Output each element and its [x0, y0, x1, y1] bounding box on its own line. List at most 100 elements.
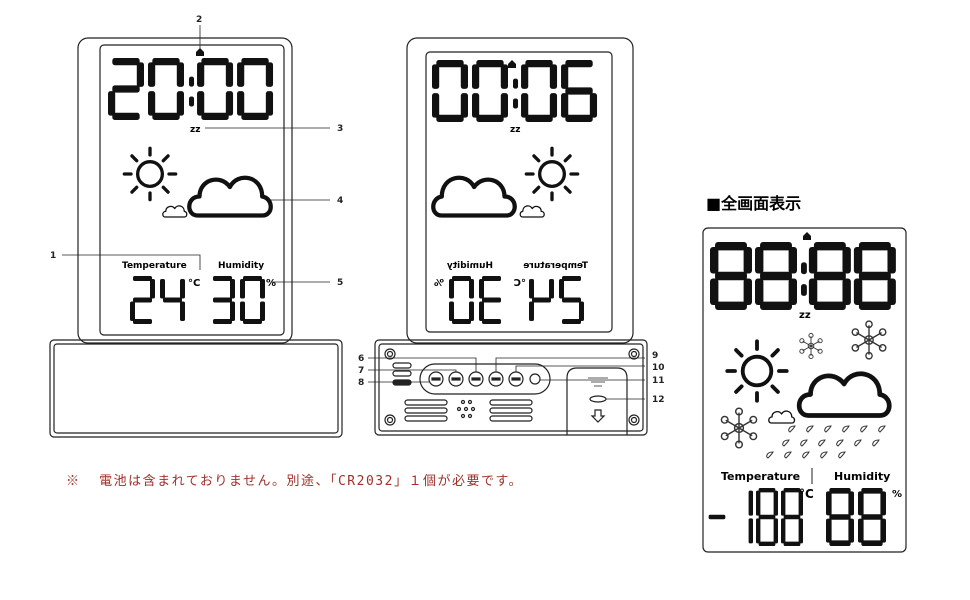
- segment-e: [561, 93, 569, 118]
- segment-d: [201, 112, 229, 120]
- rain-drop-icon: [860, 425, 868, 433]
- segment-e: [826, 518, 832, 543]
- full-temperature-display: [708, 488, 803, 546]
- small-cloud-icon: [162, 205, 188, 218]
- segment-a: [201, 58, 229, 66]
- segment-f: [521, 64, 529, 89]
- digit-0: [449, 276, 474, 324]
- segment-d: [133, 319, 152, 324]
- segment-g: [783, 514, 801, 520]
- segment-e: [781, 518, 786, 544]
- rain-drop-icon: [818, 439, 826, 447]
- segment-f: [710, 247, 719, 274]
- front-temperature-display: [130, 276, 185, 324]
- segment-d: [436, 114, 464, 122]
- segment-d: [213, 319, 232, 324]
- segment-e: [755, 278, 764, 305]
- rear-screen: [425, 51, 613, 333]
- segment-b: [798, 490, 803, 516]
- digit-0: [472, 60, 508, 122]
- digit-0: [521, 60, 558, 122]
- callout-12: 12: [652, 395, 665, 405]
- button-panel: [419, 363, 551, 395]
- segment-b: [230, 279, 235, 299]
- segment-b: [743, 247, 752, 274]
- vent-slots: [404, 399, 533, 422]
- segment-b: [260, 279, 265, 299]
- digit-8: [808, 242, 851, 310]
- front-temperature-label: Temperature: [122, 261, 187, 271]
- segment-b: [449, 279, 454, 299]
- segment-e: [808, 278, 818, 305]
- digit-0: [432, 60, 468, 122]
- digit-0: [240, 276, 265, 324]
- rain-drop-icon: [766, 451, 774, 459]
- segment-a: [436, 60, 464, 68]
- switch-slot-6[interactable]: [392, 362, 412, 369]
- battery-note: ※ 電池は含まれておりません。別途、「CR2032」１個が必要です。: [66, 474, 524, 489]
- front-humidity-unit: %: [266, 278, 276, 289]
- segment-f: [755, 247, 764, 274]
- segment-g: [715, 271, 747, 281]
- switch-slot-8[interactable]: [392, 379, 412, 386]
- segment-e: [237, 91, 245, 116]
- segment-a: [760, 242, 792, 251]
- rear-alarm-bell-icon: [508, 60, 516, 68]
- digit-2: [108, 58, 144, 120]
- segment-d: [758, 541, 776, 546]
- segment-c: [460, 93, 468, 118]
- segment-d: [112, 112, 140, 120]
- segment-a: [783, 488, 801, 493]
- segment-f: [148, 62, 156, 87]
- rear-temperature-unit: °C: [514, 278, 526, 289]
- digit-8: [755, 242, 797, 310]
- button-1[interactable]: [428, 371, 444, 387]
- rear-base: [374, 339, 648, 436]
- segment-d: [861, 540, 883, 546]
- rear-humidity-unit: %: [434, 278, 444, 289]
- segment-b: [500, 64, 508, 89]
- reset-button[interactable]: [529, 373, 541, 385]
- battery-lock-icon[interactable]: [589, 395, 607, 403]
- segment-b: [176, 62, 184, 87]
- segment-b: [887, 247, 896, 274]
- segment-a: [525, 60, 553, 68]
- callout-7: 7: [358, 366, 364, 376]
- segment-b: [479, 279, 484, 299]
- segment-b: [848, 491, 854, 516]
- segment-c: [449, 301, 454, 321]
- segment-g: [213, 297, 232, 303]
- segment-c: [265, 91, 274, 116]
- rain-drop-icon: [836, 439, 844, 447]
- rain-drop-icon: [788, 425, 796, 433]
- segment-d: [760, 301, 792, 310]
- segment-g: [813, 271, 846, 281]
- callout-5: 5: [337, 278, 343, 288]
- segment-b: [150, 279, 155, 299]
- segment-b: [842, 247, 851, 274]
- front-device: [49, 37, 343, 438]
- battery-cover[interactable]: [566, 367, 628, 435]
- segment-a: [452, 276, 471, 281]
- segment-a: [813, 242, 846, 251]
- screw-icons: [384, 348, 640, 426]
- segment-e: [432, 93, 440, 118]
- segment-f: [432, 64, 440, 89]
- segment-c: [230, 301, 235, 321]
- rain-drop-icon: [782, 439, 790, 447]
- segment-c: [773, 518, 778, 544]
- segment-g: [532, 297, 551, 303]
- colon-dot: [801, 262, 807, 275]
- segment-d: [565, 114, 593, 122]
- callout-11: 11: [652, 376, 665, 386]
- segment-a: [152, 58, 180, 66]
- segment-a: [133, 276, 152, 281]
- callout-9: 9: [652, 351, 658, 361]
- segment-b: [549, 64, 558, 89]
- switch-slot-7[interactable]: [392, 370, 412, 377]
- digit-8: [858, 488, 886, 546]
- rear-time-display: [432, 60, 598, 122]
- rain-drop-icon: [820, 451, 828, 459]
- rear-humidity-label: Humidity: [447, 261, 493, 271]
- rain-drop-icon: [842, 425, 850, 433]
